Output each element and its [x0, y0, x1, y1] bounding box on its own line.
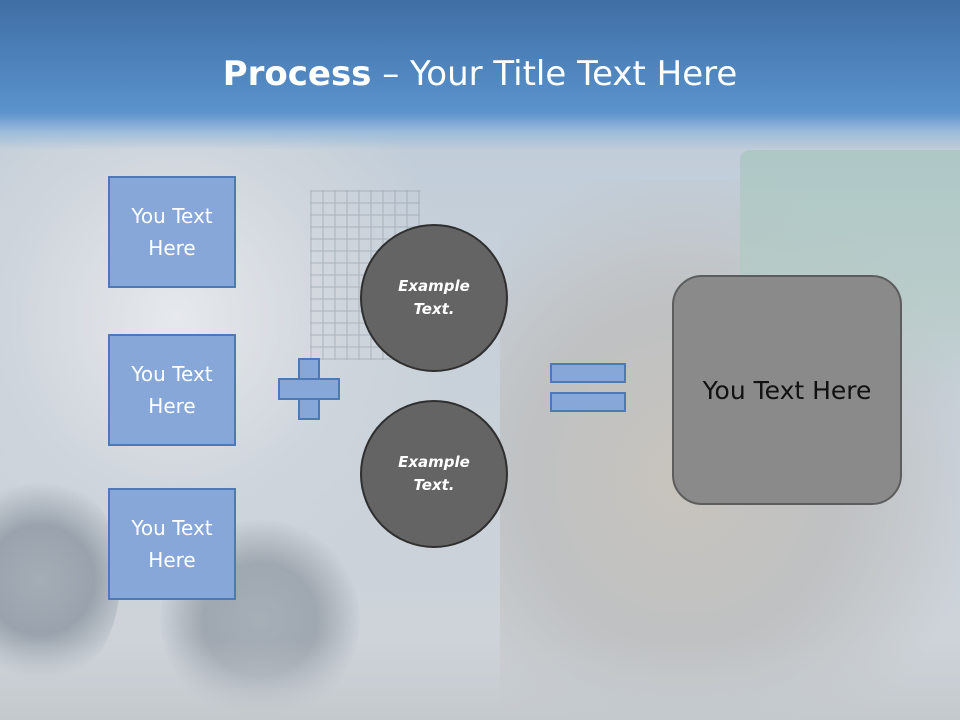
plus-center: [300, 380, 318, 398]
result-label: You Text Here: [702, 375, 872, 405]
input-box-3[interactable]: You Text Here: [108, 488, 236, 600]
equals-top-bar: [550, 363, 626, 383]
input-box-label: You Text Here: [131, 204, 213, 260]
plus-icon[interactable]: [278, 358, 340, 420]
title-rest: – Your Title Text Here: [371, 54, 738, 94]
example-circle-2[interactable]: Example Text.: [360, 400, 508, 548]
slide-title[interactable]: Process – Your Title Text Here: [0, 52, 960, 96]
equals-bottom-bar: [550, 392, 626, 412]
example-circle-1[interactable]: Example Text.: [360, 224, 508, 372]
title-bold: Process: [222, 54, 372, 94]
input-box-label: You Text Here: [131, 362, 213, 418]
input-box-label: You Text Here: [131, 516, 213, 572]
input-box-1[interactable]: You Text Here: [108, 176, 236, 288]
result-box[interactable]: You Text Here: [672, 275, 902, 505]
title-bar: [0, 0, 960, 150]
input-box-2[interactable]: You Text Here: [108, 334, 236, 446]
circle-label: Example Text.: [398, 277, 470, 318]
ground-shape: [0, 640, 960, 720]
circle-label: Example Text.: [398, 453, 470, 494]
